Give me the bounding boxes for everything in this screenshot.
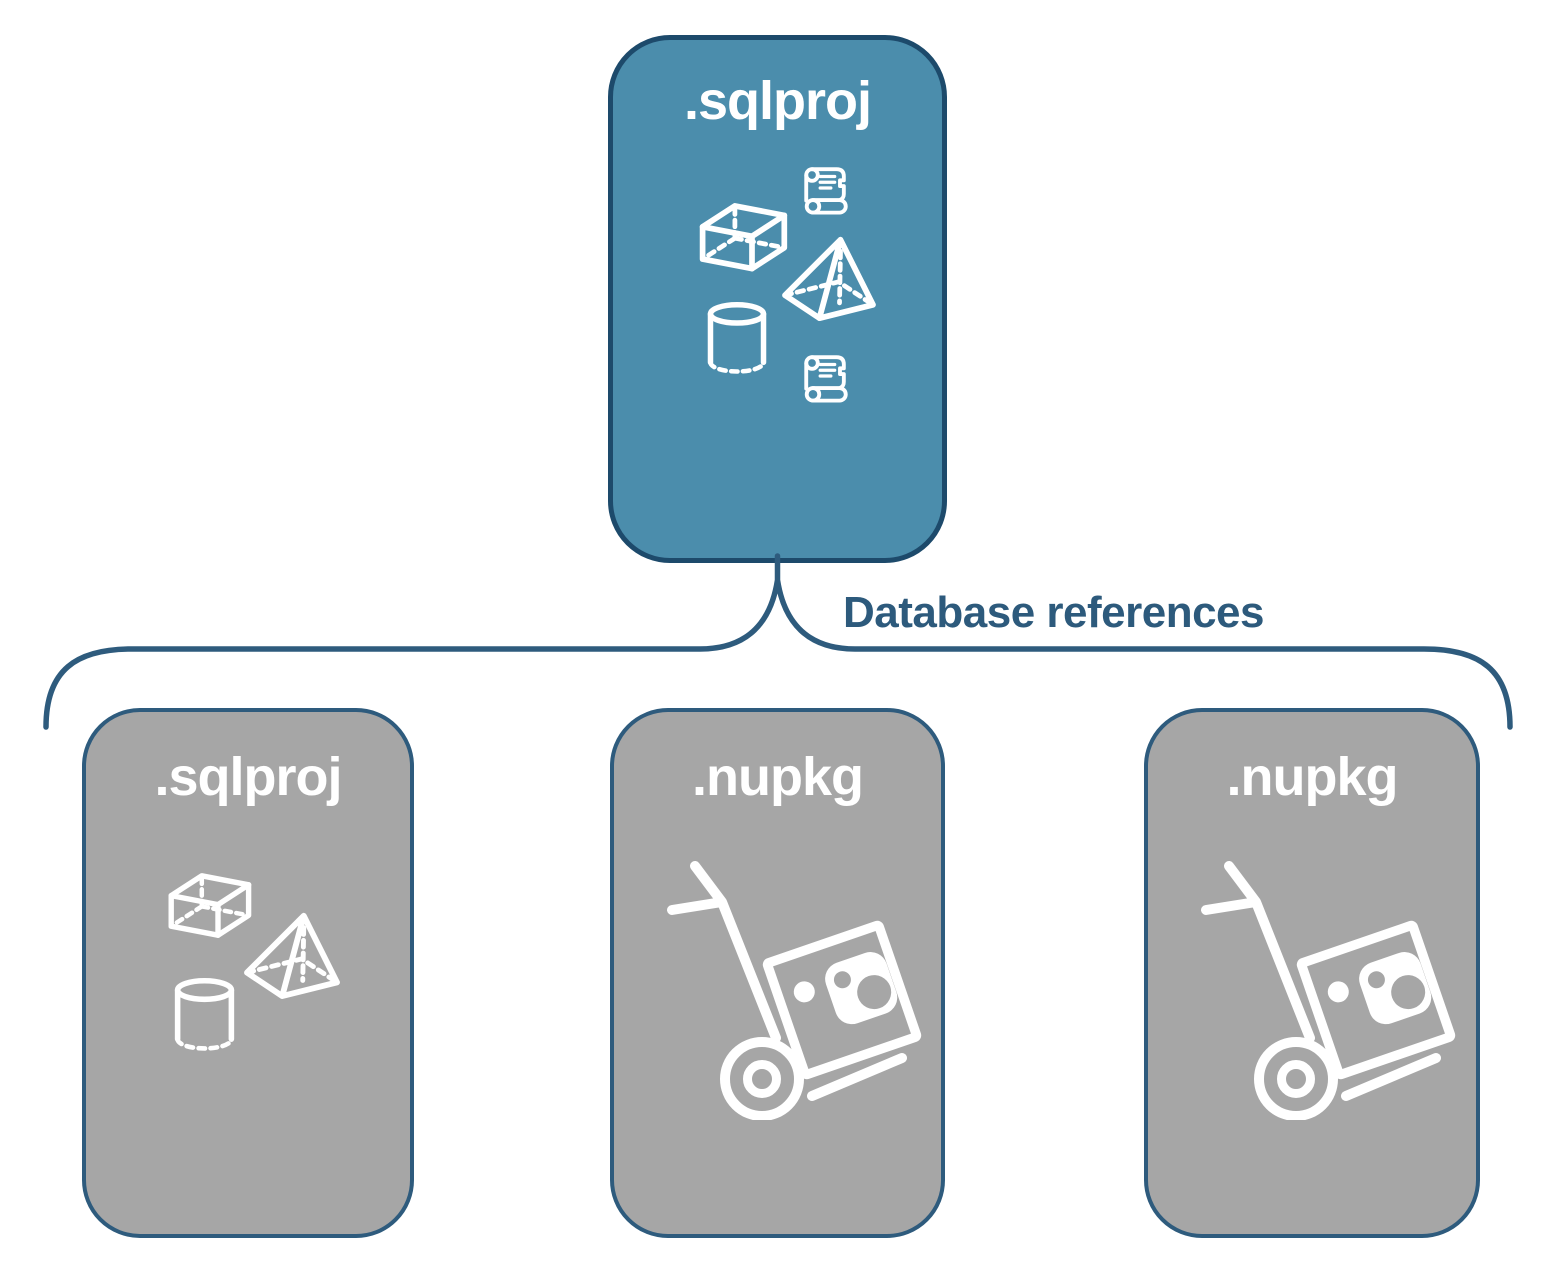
database-references-label: Database references	[843, 588, 1264, 637]
child-nupkg-card-2: .nupkg	[1144, 708, 1480, 1238]
cube-icon	[164, 867, 254, 953]
cylinder-icon	[172, 978, 237, 1054]
scroll-icon	[804, 355, 848, 403]
root-card-label: .sqlproj	[683, 71, 872, 131]
child-card-label: .sqlproj	[154, 747, 342, 807]
pyramid-icon	[781, 234, 877, 322]
child-sqlproj-card: .sqlproj	[82, 708, 414, 1238]
cube-icon	[695, 198, 790, 286]
pyramid-icon	[242, 910, 342, 1000]
child-nupkg-card-1: .nupkg	[610, 708, 945, 1238]
cylinder-icon	[705, 302, 769, 377]
root-sqlproj-card: .sqlproj	[608, 35, 947, 563]
child-card-label: .nupkg	[1226, 747, 1399, 807]
scroll-icon	[804, 167, 848, 215]
nuget-dolly-icon	[662, 860, 922, 1120]
child-card-label: .nupkg	[692, 747, 864, 807]
nuget-dolly-icon	[1196, 860, 1456, 1120]
